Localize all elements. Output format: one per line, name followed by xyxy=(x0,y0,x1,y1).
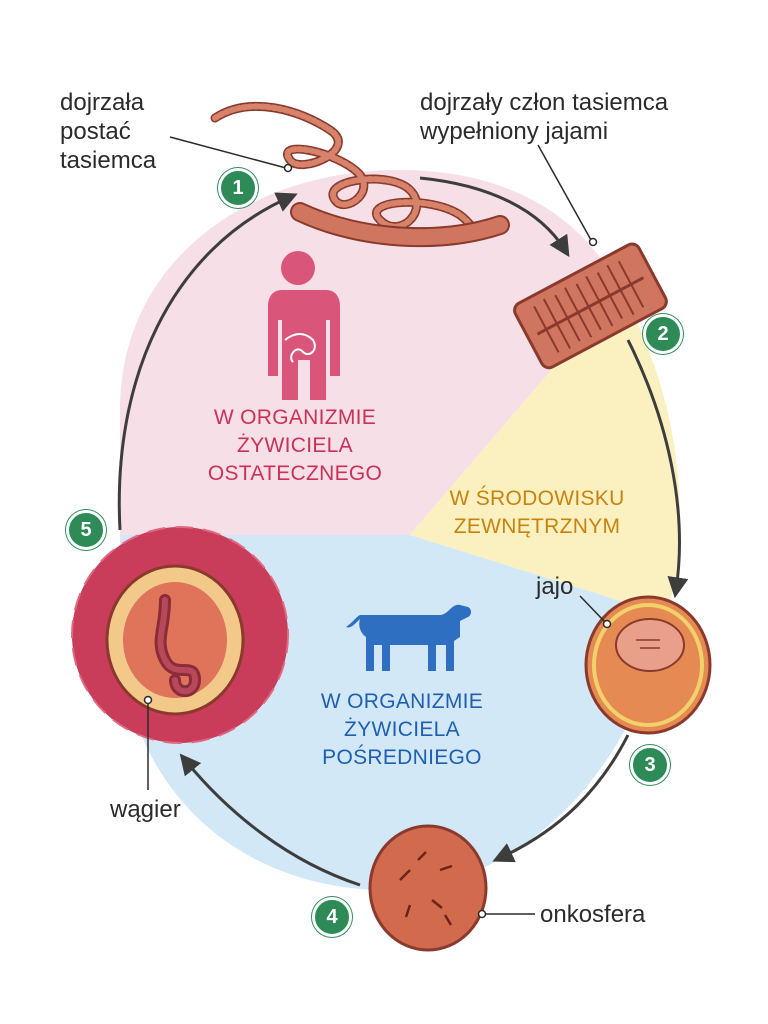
environment-title: W ŚRODOWISKU ZEWNĘTRZNYM xyxy=(449,487,625,538)
oncosphere-label: onkosfera xyxy=(540,901,646,928)
step-5-badge: 5 xyxy=(66,510,106,550)
cysticercus-label: wągier xyxy=(110,796,181,823)
cysticercus-illustration xyxy=(71,526,289,744)
step-4-badge: 4 xyxy=(312,897,352,937)
step-3-badge: 3 xyxy=(630,745,670,785)
arrow-1-to-2 xyxy=(419,176,570,258)
egg-label: jajo xyxy=(536,573,574,600)
human-host-icon xyxy=(268,251,340,400)
proglottid-illustration xyxy=(513,242,668,370)
arrow-2-to-3 xyxy=(626,339,689,599)
definitive-host-zone xyxy=(120,170,620,535)
oncosphere-illustration xyxy=(368,824,488,952)
arrow-4-to-5 xyxy=(179,753,361,887)
proglottid-label: dojrzały człon tasiemca wypełniony jajam… xyxy=(420,89,669,145)
label-leader-lines xyxy=(143,136,612,919)
arrow-5-to-1 xyxy=(117,192,298,531)
adult-tapeworm-label: dojrzała postać tasiemca xyxy=(60,89,157,174)
egg-illustration xyxy=(584,595,712,735)
environment-zone xyxy=(410,290,680,615)
adult-tapeworm-illustration xyxy=(210,101,510,248)
step-2-badge: 2 xyxy=(643,314,683,354)
cow-host-icon xyxy=(346,604,471,671)
definitive-host-title: W ORGANIZMIE ŻYWICIELA OSTATECZNEGO xyxy=(207,406,383,485)
intermediate-host-title: W ORGANIZMIE ŻYWICIELA POŚREDNIEGO xyxy=(320,690,484,769)
arrow-3-to-4 xyxy=(492,734,630,863)
step-1-badge: 1 xyxy=(218,168,258,208)
